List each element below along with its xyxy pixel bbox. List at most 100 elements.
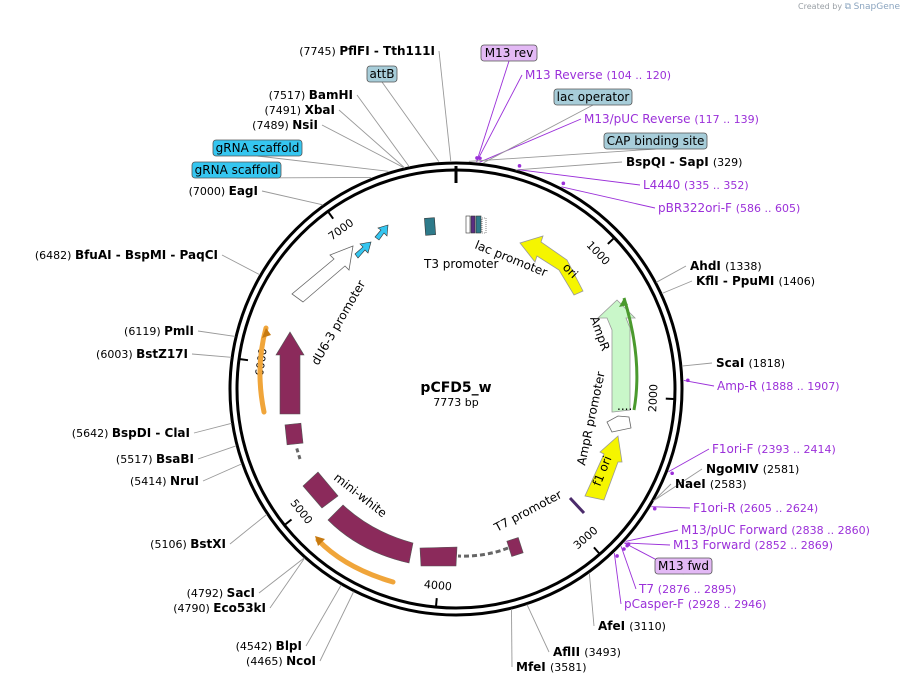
enzyme-label[interactable]: (7517) BamHI [269,88,353,102]
primer-label[interactable]: pCasper-F (2928 .. 2946) [624,597,766,611]
mini-white-exon-small[interactable] [506,537,524,557]
enzyme-leader [515,161,623,171]
enzyme-position: (3493) [584,646,621,659]
primer-range: (117 .. 139) [694,113,759,126]
enzyme-leader [653,468,703,502]
enzyme-name: AhdI [690,259,725,273]
enzyme-label[interactable]: ScaI (1818) [716,356,785,370]
primer-range: (2605 .. 2624) [740,502,819,515]
primer-label[interactable]: Amp-R (1888 .. 1907) [717,379,840,393]
enzyme-label[interactable]: (4792) SacI [187,586,255,600]
primer-label[interactable]: F1ori-R (2605 .. 2624) [693,501,818,515]
primer-name: M13 Forward [673,538,755,552]
boxed-label-box[interactable] [603,132,708,150]
tick-mark [435,598,438,607]
enzyme-name: BstZ17I [136,347,188,361]
primer-label[interactable]: L4440 (335 .. 352) [643,178,749,192]
primer-label[interactable]: pBR322ori-F (586 .. 605) [658,201,800,215]
grna-scaffold-arrow-2[interactable] [374,224,389,241]
enzyme-label[interactable]: KflI - PpuMI (1406) [696,274,815,288]
ampr-arrow[interactable] [596,299,636,413]
enzyme-label[interactable]: (6003) BstZ17I [96,347,188,361]
boxed-label-box[interactable] [553,88,633,106]
enzyme-label[interactable]: (6119) PmlI [124,324,194,338]
primer-label[interactable]: M13/pUC Forward (2838 .. 2860) [681,523,870,537]
enzyme-position: (329) [713,156,743,169]
primer-range: (586 .. 605) [736,202,801,215]
primer-range: (2838 .. 2860) [791,524,870,537]
boxed-label-box[interactable] [480,44,538,62]
attb-feature[interactable] [424,217,436,236]
primer-name: pBR322ori-F [658,201,736,215]
enzyme-position: (7517) [269,89,309,102]
enzyme-label[interactable]: (5642) BspDI - ClaI [72,426,190,440]
mini-white-exon-3[interactable] [419,546,458,567]
primer-leader [561,186,656,209]
snapgene-name: SnapGene [853,2,900,12]
enzyme-name: SacI [227,586,255,600]
boxed-label-box[interactable] [212,139,303,157]
enzyme-label[interactable]: (7745) PflFI - Tth111I [299,44,435,58]
enzyme-label[interactable]: (7489) NsiI [252,118,318,132]
enzyme-name: PflFI - Tth111I [339,44,435,58]
grna-scaffold-arrow-1[interactable] [354,241,372,259]
enzyme-label[interactable]: MfeI (3581) [516,660,587,674]
mini-white-exon-1a[interactable] [284,422,304,446]
boxed-label-box[interactable] [191,161,282,179]
enzyme-leader [197,445,237,460]
ampr-promoter-arrow[interactable] [606,415,632,433]
enzyme-label[interactable]: BspQI - SapI (329) [626,155,742,169]
enzyme-label[interactable]: AhdI (1338) [690,259,762,273]
enzyme-name: EagI [229,184,258,198]
primer-leader [476,74,523,163]
du6-3-promoter-arrow[interactable] [291,245,354,303]
primer-label[interactable]: M13 Forward (2852 .. 2869) [673,538,833,552]
enzyme-name: ScaI [716,356,749,370]
enzyme-position: (5414) [130,475,170,488]
boxed-label-box[interactable] [366,65,398,83]
mini-white-exon-1b[interactable] [302,471,339,509]
enzyme-label[interactable]: (7491) XbaI [265,103,335,117]
enzyme-label[interactable]: (5414) NruI [130,474,199,488]
primer-label[interactable]: M13/pUC Reverse (117 .. 139) [584,112,759,126]
enzyme-label[interactable]: NaeI (2583) [675,477,747,491]
enzyme-position: (6003) [96,348,136,361]
primer-range: (2852 .. 2869) [755,539,834,552]
enzyme-label[interactable]: AflII (3493) [553,645,621,659]
enzyme-position: (4792) [187,587,227,600]
enzyme-label[interactable]: (5517) BsaBI [116,452,194,466]
enzyme-label[interactable]: AfeI (3110) [598,619,666,633]
primer-leader [620,546,637,590]
ori-arrow[interactable] [519,235,584,296]
enzyme-label[interactable]: NgoMIV (2581) [706,462,799,476]
primer-range: (2393 .. 2414) [757,443,836,456]
enzyme-position: (1818) [749,357,786,370]
enzyme-name: NaeI [675,477,710,491]
boxed-label-leader [483,104,594,164]
primer-leader [518,169,641,186]
enzyme-label[interactable]: (5106) BstXI [150,537,226,551]
orange-orf-bottom-head [315,536,325,546]
tick-label: 3000 [571,524,601,552]
enzyme-label[interactable]: (6482) BfuAI - BspMI - PaqCI [35,248,218,262]
enzyme-name: AflII [553,645,584,659]
boxed-label-leader [381,81,440,162]
primer-label[interactable]: T7 (2876 .. 2895) [638,582,736,596]
enzyme-name: NsiI [292,118,318,132]
enzyme-name: KflI - PpuMI [696,274,779,288]
primer-label[interactable]: M13 Reverse (104 .. 120) [525,68,671,82]
snapgene-credit: Created by ⧉ SnapGene [798,2,900,12]
enzyme-name: XbaI [305,103,335,117]
enzyme-label[interactable]: (4465) NcoI [246,654,316,668]
enzyme-label[interactable]: (7000) EagI [189,184,258,198]
primer-label[interactable]: F1ori-F (2393 .. 2414) [712,442,836,456]
f1-ori-arrow[interactable] [584,435,623,501]
enzyme-position: (1406) [779,275,816,288]
leader-layer [191,50,715,668]
enzyme-label[interactable]: (4542) BlpI [236,639,302,653]
enzyme-label[interactable]: (4790) Eco53kI [173,601,266,615]
mini-white-exon-2[interactable] [327,504,414,564]
enzyme-position: (7489) [252,119,292,132]
boxed-label-box[interactable] [654,557,713,575]
mini-white-exon-start[interactable] [275,331,305,415]
